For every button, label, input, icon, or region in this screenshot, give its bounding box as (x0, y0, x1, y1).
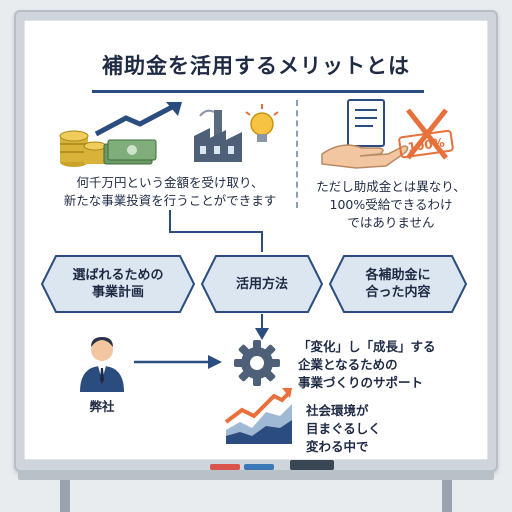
support-line-1: 「変化」し「成長」する (298, 339, 436, 354)
benefit-line-2: 新たな事業投資を行うことができます (63, 193, 277, 208)
stand-leg-left (60, 470, 70, 512)
page-title: 補助金を活用するメリットとは (102, 54, 410, 78)
eraser (290, 460, 334, 470)
growth-arrow-icon (94, 102, 182, 137)
environment-line-1: 社会環境が (306, 403, 369, 418)
factory-icon (194, 109, 242, 162)
hex-subsidy-content: 各補助金に 合った内容 (328, 254, 468, 314)
marker-blue (244, 464, 274, 470)
cross-icon (406, 108, 448, 160)
caution-line-2: 100%受給できるわけ (329, 197, 453, 212)
hex-business-plan-label: 選ばれるための 事業計画 (72, 268, 164, 300)
support-line-3: 事業づくりのサポート (298, 375, 424, 390)
money-illustration (59, 102, 182, 167)
support-text: 「変化」し「成長」する 企業となるための 事業づくりのサポート (298, 338, 436, 392)
hex-usage-method: 活用方法 (200, 254, 324, 314)
caution-text: ただし助成金とは異なり、 100%受給できるわけ ではありません (306, 178, 476, 232)
environment-line-3: 変わる中で (306, 439, 369, 454)
lightbulb-icon (245, 104, 279, 142)
marker-red (210, 464, 240, 470)
factory-illustration (194, 104, 279, 162)
hex-subsidy-content-label: 各補助金に 合った内容 (365, 268, 431, 300)
gear-icon (234, 340, 280, 386)
stand-leg-right (442, 470, 452, 512)
company-label: 弊社 (89, 399, 115, 414)
hand-icon (321, 144, 409, 169)
caution-line-3: ではありません (347, 215, 435, 230)
caution-line-1: ただし助成金とは異なり、 (316, 179, 466, 194)
cash-icon (103, 139, 157, 165)
person-icon (80, 337, 124, 392)
support-line-2: 企業となるための (298, 357, 398, 372)
marker-tray (18, 470, 494, 480)
chart-icon (224, 388, 292, 444)
environment-line-2: 目まぐるしく (306, 421, 381, 436)
section-divider (296, 100, 298, 208)
environment-text: 社会環境が 目まぐるしく 変わる中で (306, 402, 381, 456)
document-icon (347, 99, 385, 147)
down-arrow-icon (255, 328, 269, 340)
title-underline (92, 90, 424, 93)
benefit-text: 何千万円という金額を受け取り、 新たな事業投資を行うことができます (50, 174, 290, 210)
right-arrow-icon (208, 355, 222, 369)
hex-usage-method-label: 活用方法 (235, 276, 288, 292)
hex-business-plan: 選ばれるための 事業計画 (40, 254, 196, 314)
benefit-line-1: 何千万円という金額を受け取り、 (76, 175, 264, 190)
coins-icon (59, 130, 107, 167)
caution-illustration: 100% (321, 99, 454, 169)
